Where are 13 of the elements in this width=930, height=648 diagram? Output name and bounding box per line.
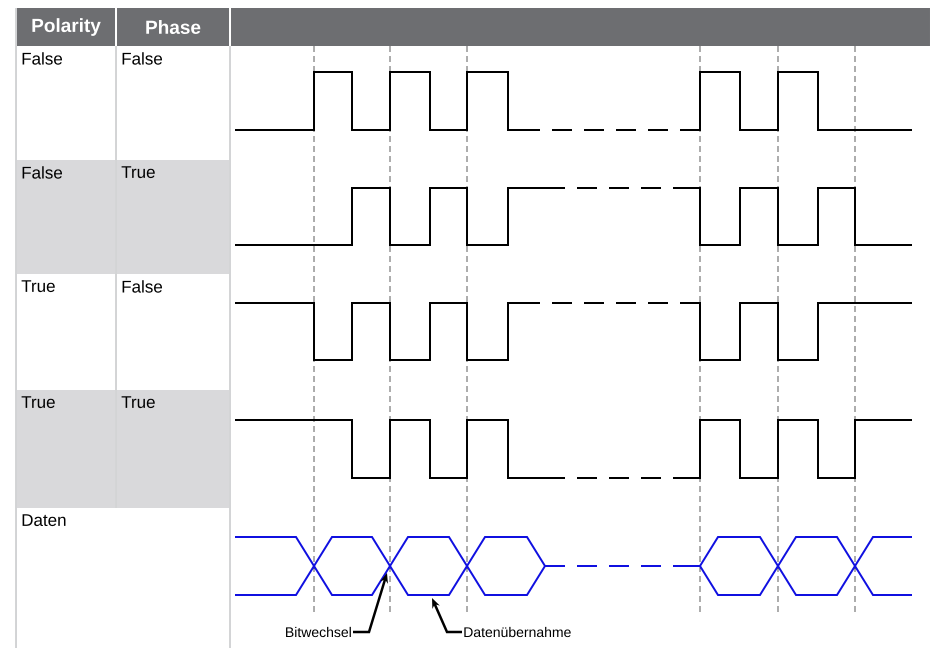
table-cell: True	[117, 160, 229, 274]
header-cell: Phase	[117, 8, 229, 46]
header-cell: Polarity	[17, 8, 115, 46]
table-cell: True	[117, 390, 229, 508]
table-cell: False	[17, 160, 115, 274]
table-cell: Daten	[22, 514, 66, 526]
table-cell: True	[22, 280, 55, 292]
table-cell: False	[122, 280, 162, 293]
table-cell: False	[22, 52, 62, 65]
table-cell: True	[17, 390, 115, 508]
callout-label: Datenübernahme	[464, 626, 571, 638]
callout-label: Bitwechsel	[286, 626, 351, 638]
table-cell: False	[122, 52, 162, 65]
